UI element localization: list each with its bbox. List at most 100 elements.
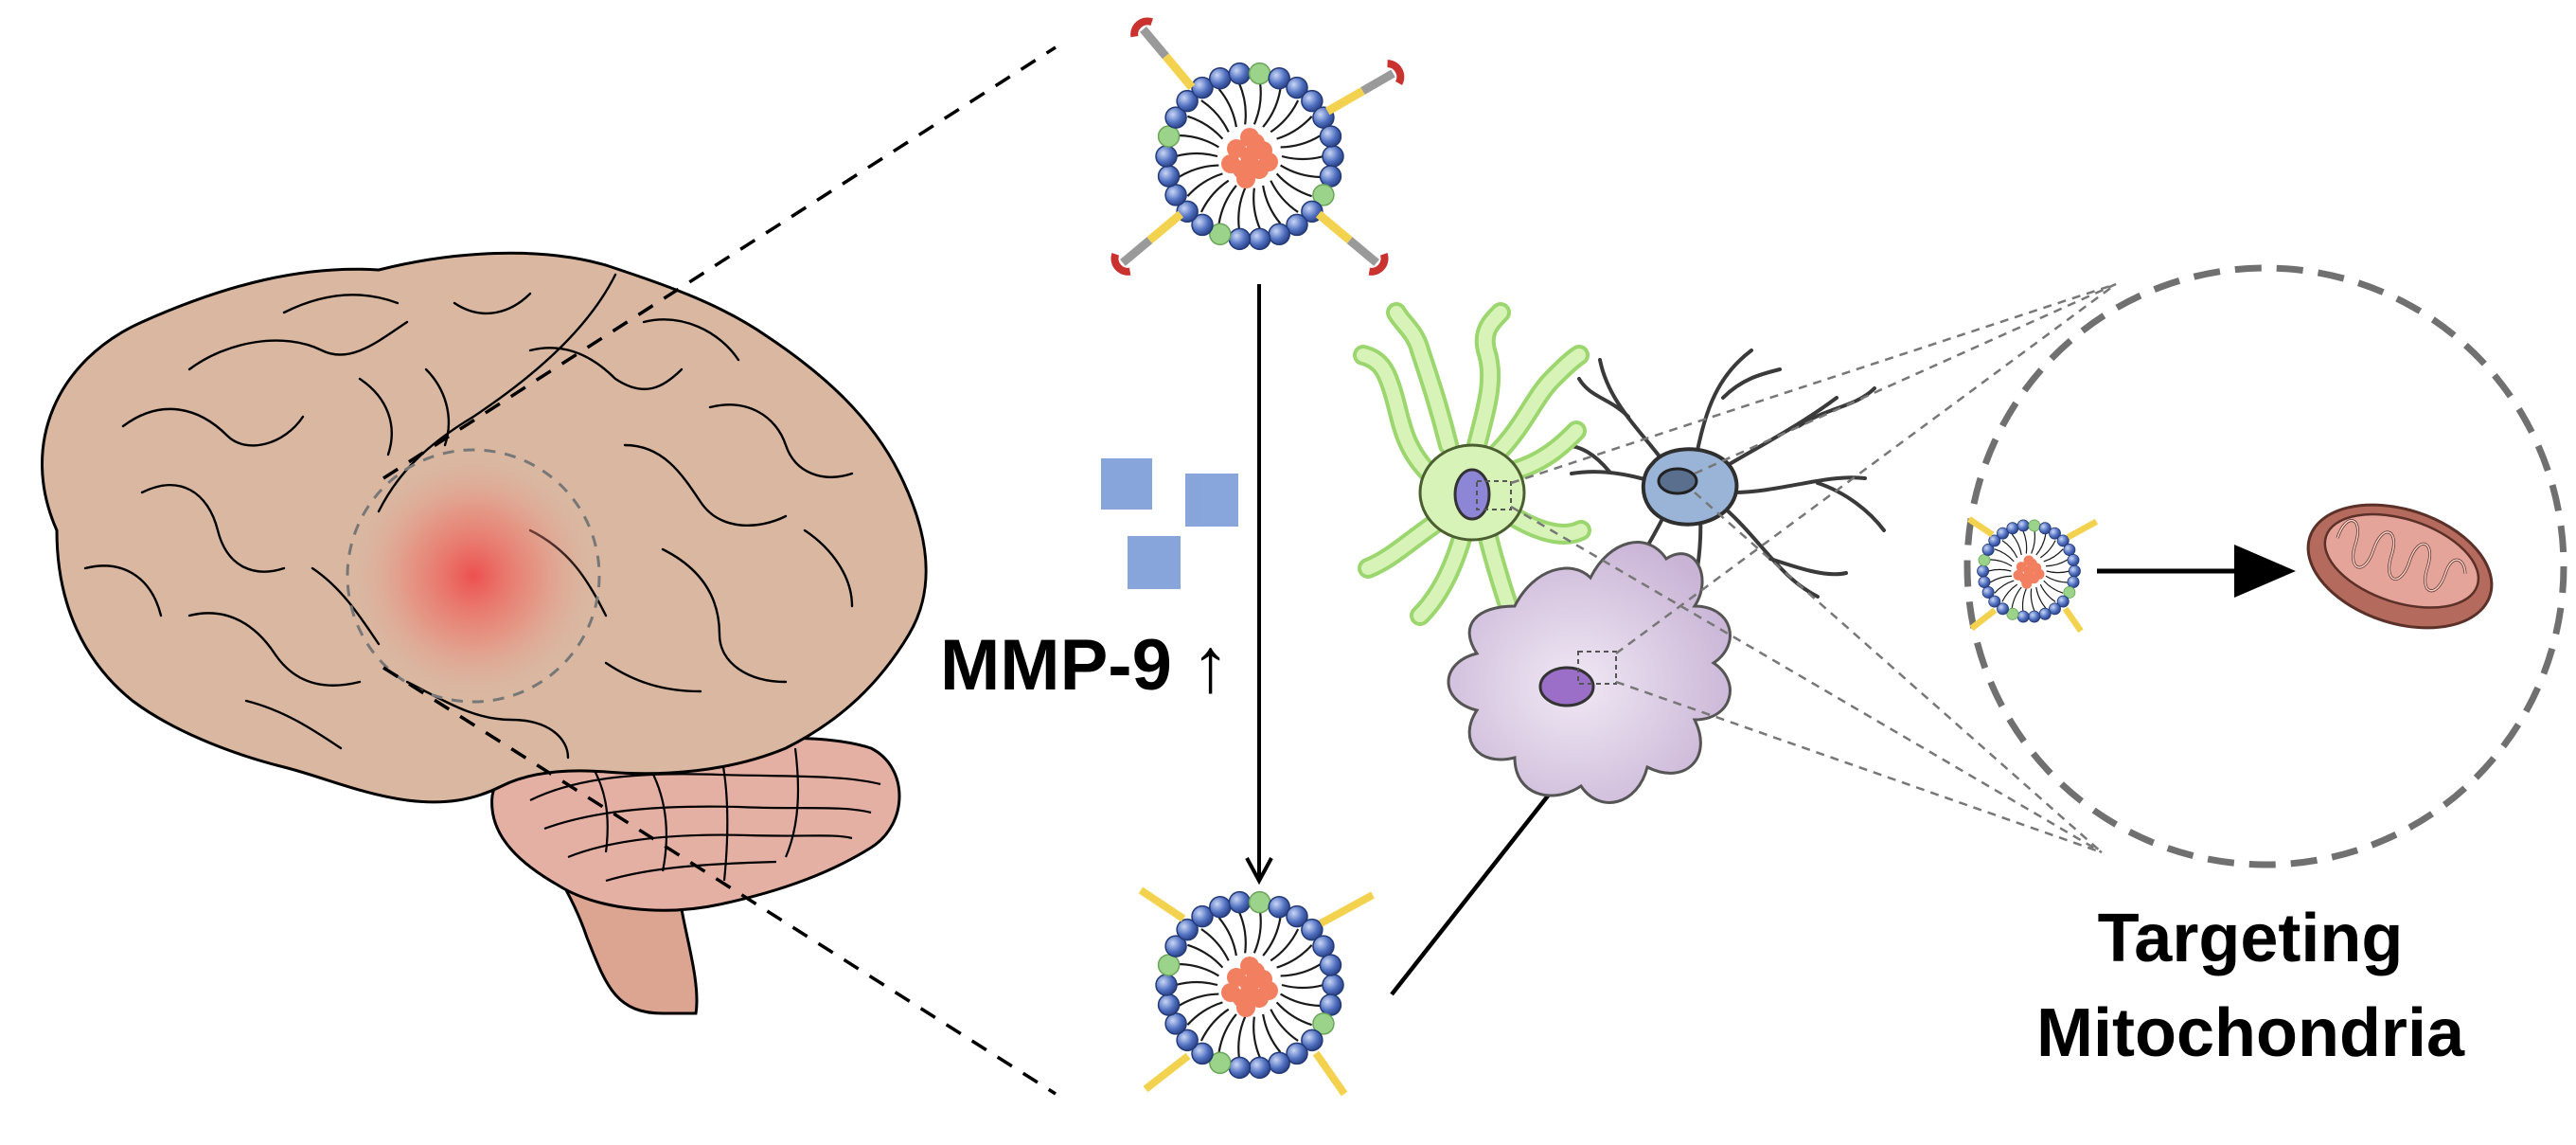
projection-lines xyxy=(1510,282,2117,854)
lipid-tail xyxy=(2039,540,2056,559)
drug-molecule xyxy=(2021,578,2033,589)
phospholipid-head xyxy=(1191,213,1214,237)
lipid-tail xyxy=(1175,152,1218,158)
drug-molecule xyxy=(1221,154,1240,173)
phospholipid-head xyxy=(1997,602,2009,616)
lipid-tail xyxy=(2022,530,2028,554)
lipid-tail xyxy=(1989,559,2013,567)
lipid-tail xyxy=(1270,180,1299,213)
cholesterol-head xyxy=(2063,586,2076,599)
lipid-tail xyxy=(2030,588,2035,612)
lipid-tail xyxy=(2011,533,2022,556)
lipid-tail xyxy=(1262,1013,1282,1053)
drug-molecule xyxy=(1227,139,1246,158)
drug-molecule xyxy=(2026,558,2037,569)
lipid-tail xyxy=(1217,917,1237,957)
lipid-tail xyxy=(1276,116,1313,140)
drug-molecule xyxy=(1259,981,1278,1000)
brain-sulci xyxy=(83,273,854,760)
cholesterol-head xyxy=(2006,607,2019,620)
phospholipid-head xyxy=(1164,106,1187,129)
phospholipid-head xyxy=(1286,1042,1308,1065)
lipid-tail xyxy=(1179,962,1219,977)
zoom-lines xyxy=(382,45,1057,1096)
phospholipid-head xyxy=(2028,610,2041,623)
lipid-tail xyxy=(1280,963,1322,977)
phospholipid-head xyxy=(1228,227,1252,251)
brain-illustration xyxy=(41,251,928,1015)
lipid-tail xyxy=(1178,993,1219,1007)
astrocyte xyxy=(1353,302,1591,635)
phospholipid-head xyxy=(1191,76,1214,99)
phospholipid-head xyxy=(1268,1051,1290,1075)
nanoparticle-top xyxy=(1110,17,1405,276)
lipid-tail xyxy=(2043,580,2064,594)
microglia xyxy=(1447,541,1732,804)
phospholipid-head xyxy=(1157,165,1181,188)
phospholipid-head xyxy=(1312,935,1335,957)
cholesterol-head xyxy=(1157,954,1181,976)
lipid-tail xyxy=(1270,928,1300,962)
lipid-tail xyxy=(1252,911,1262,954)
lipid-tail xyxy=(1237,82,1247,125)
phospholipid-head xyxy=(2063,544,2076,556)
lipid-tail xyxy=(1987,568,2012,572)
phospholipid-head xyxy=(2038,607,2052,620)
nanoparticle-bottom xyxy=(1138,886,1375,1097)
lesion-glow xyxy=(355,457,592,694)
lipid-tail xyxy=(2031,530,2036,554)
cholesterol-head xyxy=(1248,62,1271,85)
phospholipid-head xyxy=(1977,564,1990,578)
targeting-label-line1: Targeting xyxy=(2098,901,2404,976)
phospholipid-head xyxy=(1228,1056,1252,1080)
phospholipid-head xyxy=(1176,1029,1199,1052)
nanoparticle-in-cell xyxy=(1966,516,2099,634)
lipid-tail xyxy=(2001,540,2018,559)
phospholipid-head xyxy=(1228,890,1252,914)
lipid-tail xyxy=(1270,1009,1299,1042)
drug-molecule xyxy=(1259,152,1278,171)
phospholipid-head xyxy=(1176,918,1199,941)
targeting-arrowhead xyxy=(2234,545,2296,598)
lipid-tail xyxy=(1280,134,1322,149)
lipid-tail xyxy=(2043,548,2064,563)
phospholipid-head xyxy=(2006,522,2019,535)
liposome-core xyxy=(1155,890,1344,1080)
drug-molecule xyxy=(2013,569,2024,581)
drug-molecule xyxy=(1221,983,1240,1002)
phospholipid-head xyxy=(1164,935,1187,957)
phospholipid-head xyxy=(1322,145,1344,168)
drug-molecule xyxy=(1246,962,1265,981)
phospholipid-head xyxy=(1191,904,1214,928)
lipid-tail xyxy=(1252,1016,1262,1059)
drug-molecule xyxy=(1246,134,1265,152)
phospholipid-head xyxy=(1155,974,1178,996)
phospholipid-head xyxy=(1997,527,2009,540)
phospholipid-head xyxy=(1286,213,1308,237)
phospholipid-head xyxy=(1248,227,1271,251)
lipid-tail xyxy=(1175,980,1218,987)
lipid-tail xyxy=(2011,586,2022,609)
drug-molecule xyxy=(2016,562,2027,573)
phospholipid-head xyxy=(1268,895,1290,919)
phospholipid-head xyxy=(1981,544,1995,556)
lipid-tail xyxy=(1199,1008,1230,1042)
targeting-label-line2: Mitochondria xyxy=(2036,995,2465,1071)
lipid-tail xyxy=(2045,575,2069,583)
phospholipid-head xyxy=(1988,534,2001,547)
lipid-tail xyxy=(1199,179,1230,213)
mitochondrion xyxy=(2306,503,2494,630)
cholesterol-head xyxy=(1312,184,1335,206)
phospholipid-head xyxy=(1322,974,1344,996)
lipid-tail xyxy=(1281,154,1324,161)
lipid-tail xyxy=(1262,88,1282,128)
phospholipid-head xyxy=(1319,165,1342,188)
phospholipid-head xyxy=(1191,1042,1214,1065)
phospholipid-head xyxy=(1157,993,1181,1016)
phospholipid-head xyxy=(1164,184,1187,206)
mmp9-up-arrow: ↑ xyxy=(1191,622,1230,708)
lipid-tail xyxy=(1186,172,1223,197)
mmp9-square xyxy=(1185,474,1238,527)
cholesterol-head xyxy=(1209,223,1232,246)
